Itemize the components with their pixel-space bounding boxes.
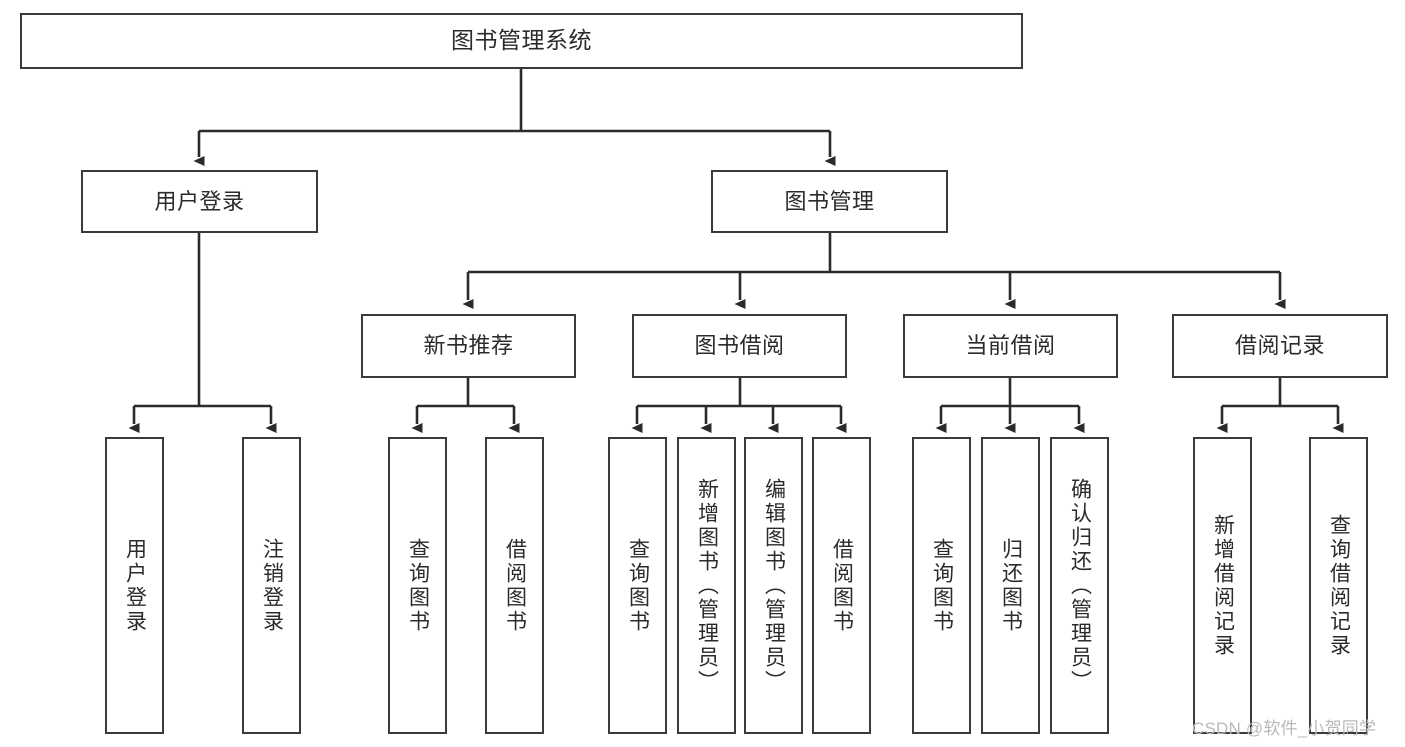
node-label: 查询图书 (930, 537, 954, 634)
leaf-borrow-borrow-book[interactable]: 借阅图书 (812, 437, 871, 734)
leaf-record-query-borrow-record[interactable]: 查询借阅记录 (1309, 437, 1368, 734)
node-current-borrow[interactable]: 当前借阅 (903, 314, 1118, 378)
node-label: 注销登录 (260, 537, 284, 634)
leaf-user-login-login[interactable]: 用户登录 (105, 437, 164, 734)
node-borrow-record[interactable]: 借阅记录 (1172, 314, 1388, 378)
node-label: 确认归还（管理员） (1068, 477, 1092, 694)
leaf-borrow-add-book-admin[interactable]: 新增图书（管理员） (677, 437, 736, 734)
node-label: 编辑图书（管理员） (762, 477, 786, 694)
watermark-text: CSDN @软件_小贺同学 (1192, 719, 1377, 738)
node-new-book-recommend[interactable]: 新书推荐 (361, 314, 576, 378)
node-label: 用户登录 (123, 537, 147, 634)
leaf-current-confirm-return-admin[interactable]: 确认归还（管理员） (1050, 437, 1109, 734)
node-label: 新增借阅记录 (1211, 513, 1235, 658)
leaf-user-login-logout[interactable]: 注销登录 (242, 437, 301, 734)
node-label: 用户登录 (154, 188, 245, 214)
node-label: 查询图书 (626, 537, 650, 634)
node-book-borrow[interactable]: 图书借阅 (632, 314, 847, 378)
leaf-current-query-book[interactable]: 查询图书 (912, 437, 971, 734)
node-label: 借阅图书 (830, 537, 854, 634)
leaf-recommend-query-book[interactable]: 查询图书 (388, 437, 447, 734)
leaf-recommend-borrow-book[interactable]: 借阅图书 (485, 437, 544, 734)
node-label: 图书管理系统 (451, 27, 592, 54)
leaf-record-add-borrow-record[interactable]: 新增借阅记录 (1193, 437, 1252, 734)
node-label: 图书管理 (784, 188, 875, 214)
node-label: 查询借阅记录 (1327, 513, 1351, 658)
node-label: 归还图书 (999, 537, 1023, 634)
leaf-borrow-edit-book-admin[interactable]: 编辑图书（管理员） (744, 437, 803, 734)
node-label: 新增图书（管理员） (695, 477, 719, 694)
node-user-login[interactable]: 用户登录 (81, 170, 318, 233)
node-label: 查询图书 (406, 537, 430, 634)
node-label: 当前借阅 (965, 333, 1056, 359)
node-label: 图书借阅 (694, 333, 785, 359)
node-label: 借阅记录 (1234, 333, 1325, 359)
leaf-borrow-query-book[interactable]: 查询图书 (608, 437, 667, 734)
node-label: 新书推荐 (423, 333, 514, 359)
node-root-book-management-system[interactable]: 图书管理系统 (20, 13, 1023, 69)
node-book-management[interactable]: 图书管理 (711, 170, 948, 233)
leaf-current-return-book[interactable]: 归还图书 (981, 437, 1040, 734)
node-label: 借阅图书 (503, 537, 527, 634)
